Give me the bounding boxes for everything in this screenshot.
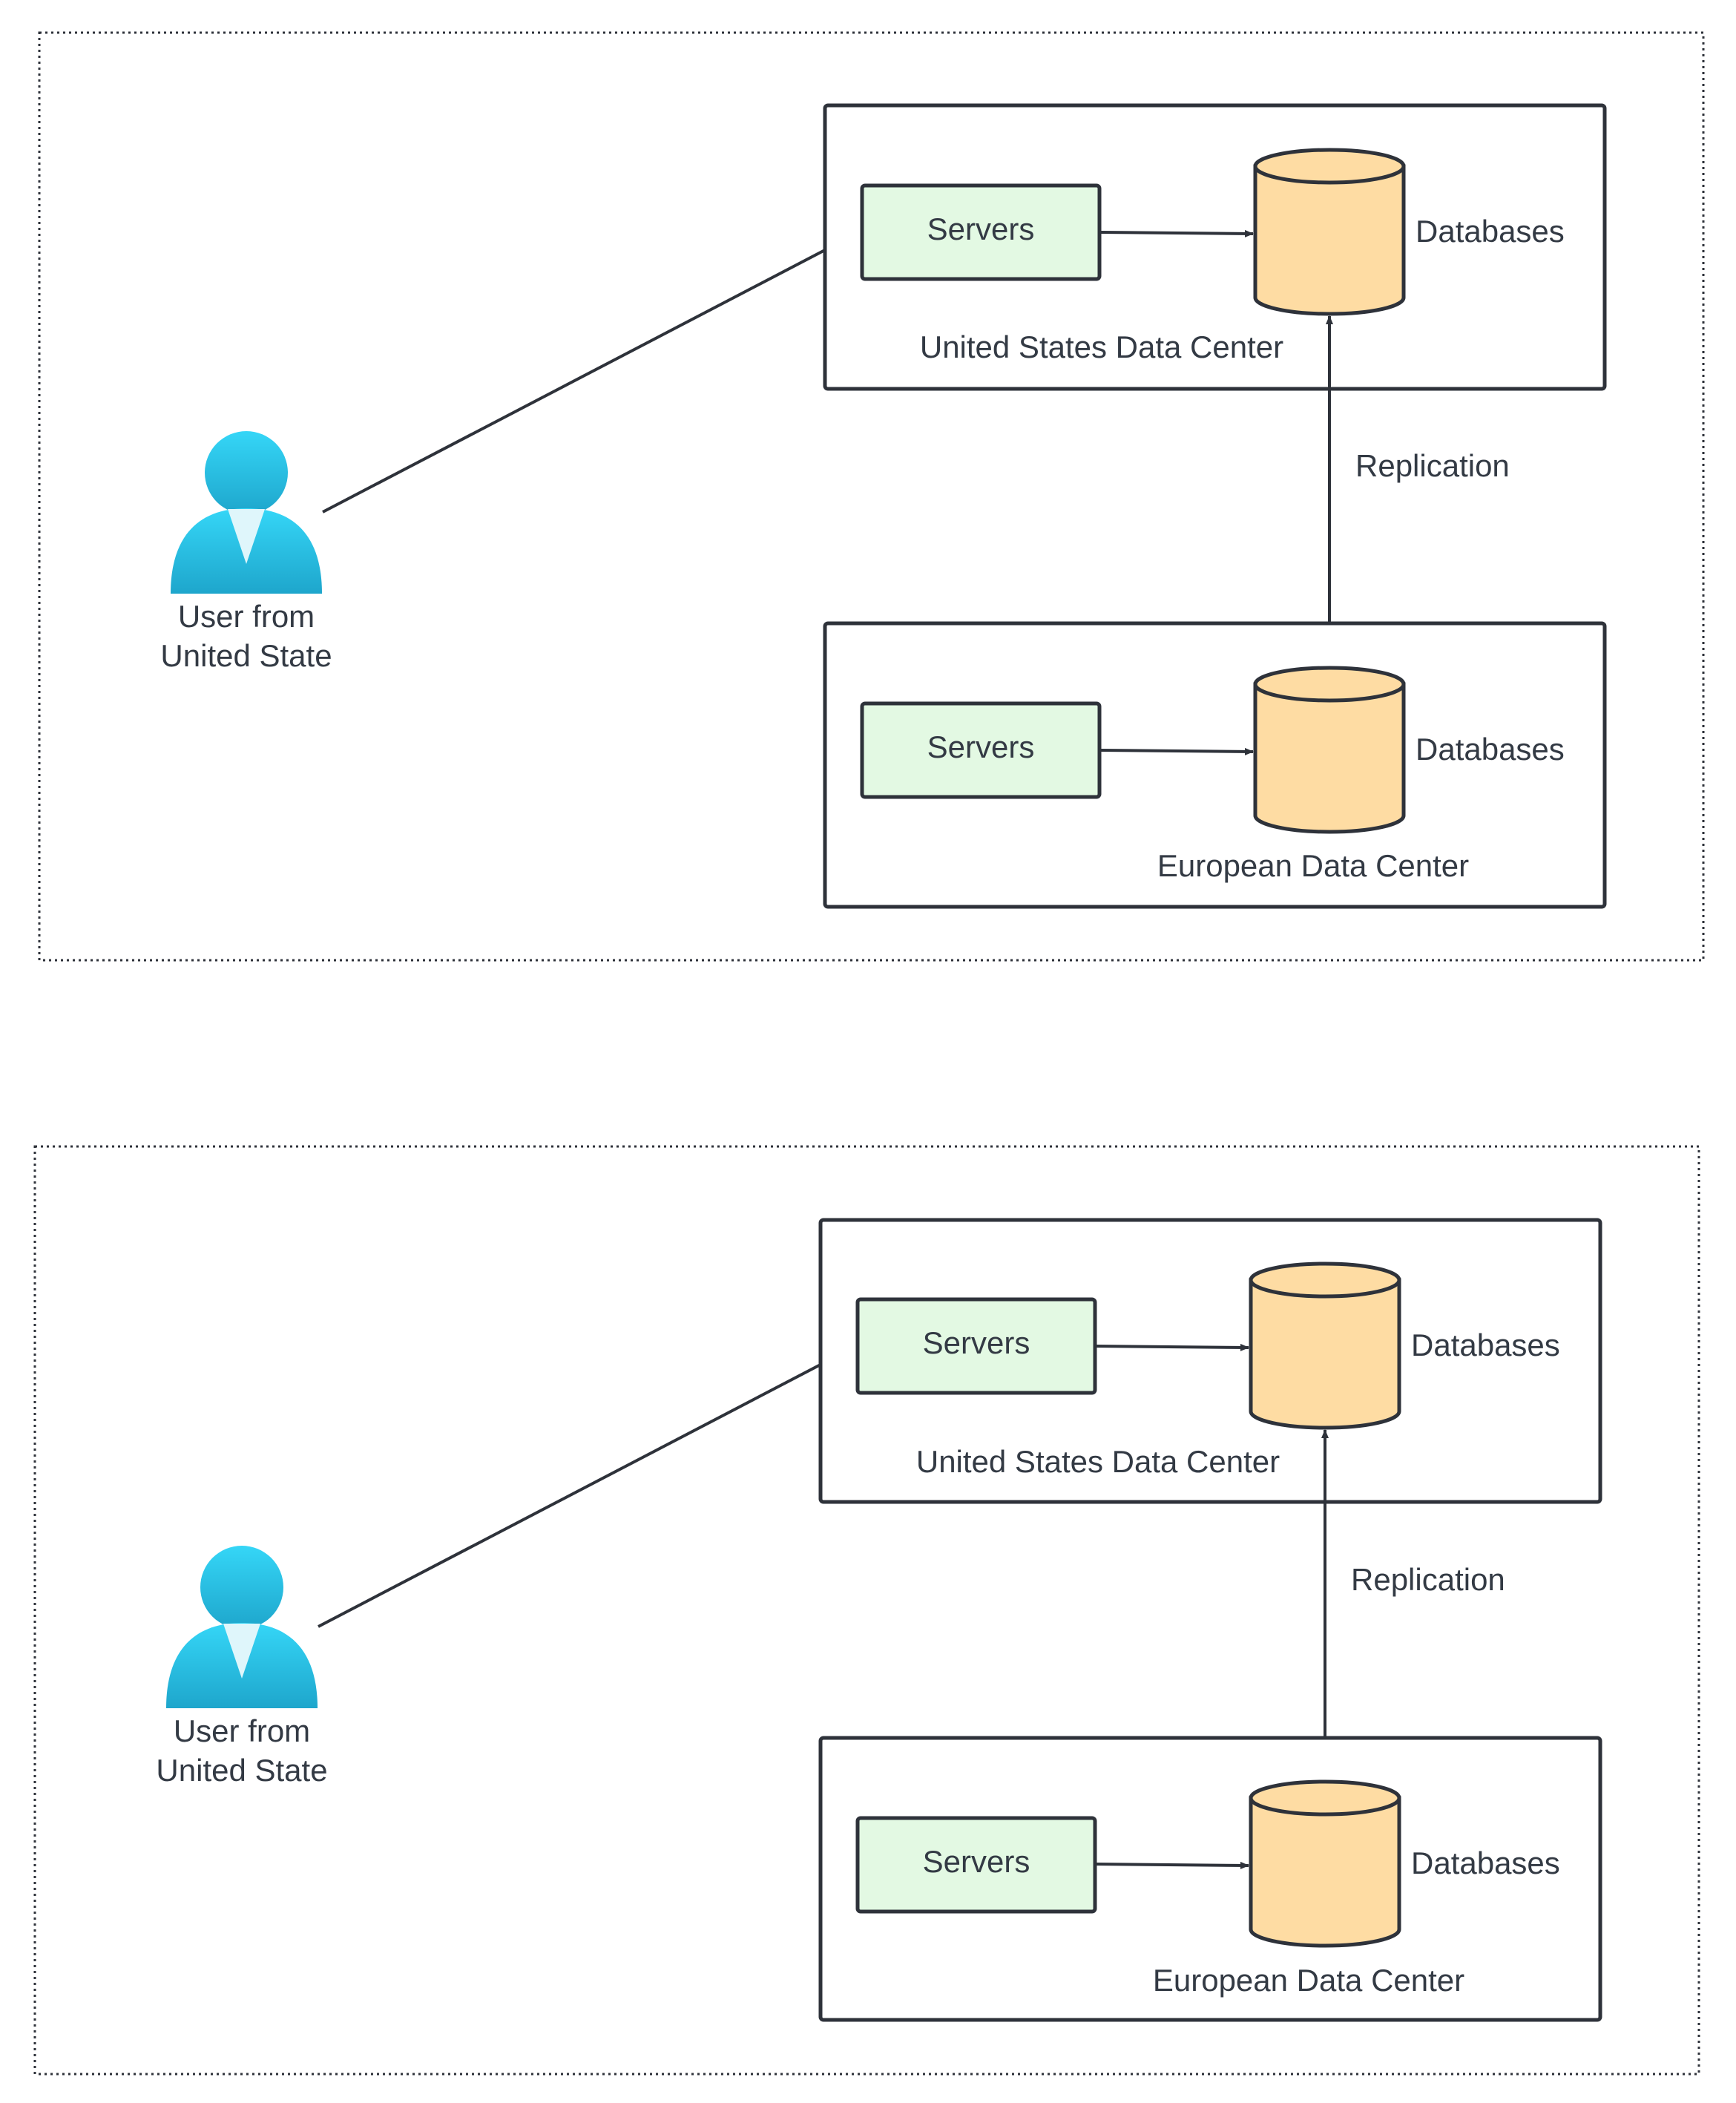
servers-to-db-arrow — [1099, 747, 1254, 755]
replication-label: Replication — [1351, 1562, 1505, 1597]
database-cylinder-icon — [1253, 148, 1406, 316]
us-data-center: Servers Databases United States Data Cen… — [818, 1218, 1602, 1504]
user-label-line2: United State — [160, 638, 332, 673]
us-data-center: Servers Databases United States Data Cen… — [823, 103, 1607, 391]
user-to-servers-arrow — [318, 1345, 855, 1628]
data-center-label: European Data Center — [1157, 848, 1469, 883]
user-avatar-icon — [171, 431, 322, 594]
servers-to-db-arrow — [1099, 229, 1254, 237]
user-to-servers-arrow — [322, 231, 860, 514]
panel-1: User from United State Servers Databases… — [38, 31, 1705, 962]
panel-dotted-border — [38, 31, 1705, 962]
servers-label: Servers — [927, 211, 1035, 246]
databases-label: Databases — [1411, 1846, 1560, 1880]
data-center-label: European Data Center — [1153, 1963, 1464, 1998]
servers-to-db-arrow — [1094, 1343, 1249, 1351]
database-cylinder-icon — [1249, 1262, 1401, 1430]
eu-data-center: Servers Databases European Data Center — [823, 621, 1607, 909]
databases-label: Databases — [1416, 732, 1565, 767]
servers-to-db-arrow — [1094, 1861, 1249, 1869]
databases-label: Databases — [1411, 1328, 1560, 1362]
eu-data-center: Servers Databases European Data Center — [818, 1736, 1602, 2022]
data-center-label: United States Data Center — [916, 1444, 1280, 1479]
panel-dotted-border — [33, 1145, 1700, 2076]
user-label-line1: User from — [174, 1713, 310, 1748]
servers-label: Servers — [927, 729, 1035, 764]
databases-label: Databases — [1416, 214, 1565, 249]
user-avatar-icon — [166, 1546, 318, 1708]
servers-label: Servers — [923, 1325, 1030, 1360]
user-label-line2: United State — [156, 1753, 327, 1788]
database-cylinder-icon — [1253, 666, 1406, 834]
user-label-line1: User from — [178, 599, 315, 634]
panel-2: User from United State Servers Databases… — [33, 1145, 1700, 2076]
servers-label: Servers — [923, 1844, 1030, 1879]
replication-label: Replication — [1355, 448, 1510, 483]
database-cylinder-icon — [1249, 1779, 1401, 1948]
data-center-label: United States Data Center — [920, 329, 1283, 364]
